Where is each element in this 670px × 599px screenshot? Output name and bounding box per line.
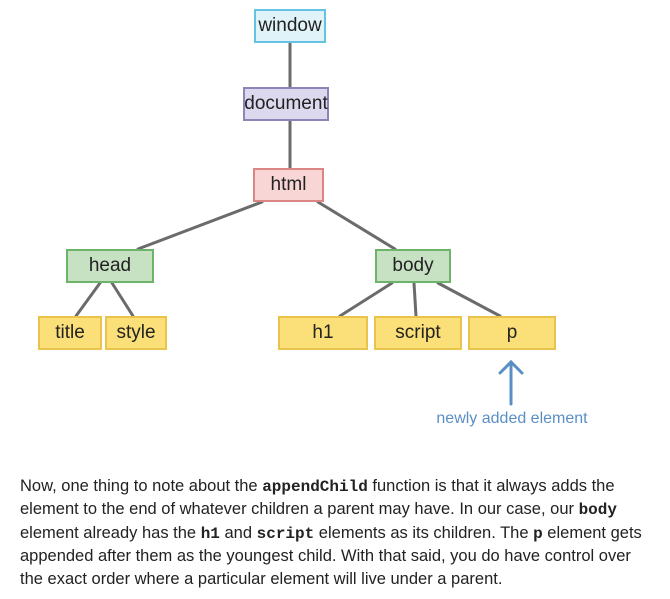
- edge-head-style: [110, 281, 135, 318]
- para-text-5: elements as its children. The: [314, 523, 534, 542]
- code-appendchild: appendChild: [262, 477, 368, 496]
- dom-tree-diagram: window document html head body title sty…: [38, 9, 588, 427]
- node-html: html: [253, 168, 324, 202]
- edge-body-p: [436, 281, 502, 318]
- node-h1: h1: [278, 316, 368, 350]
- edge-html-head: [136, 200, 264, 251]
- newly-added-annotation: newly added element: [436, 410, 588, 427]
- para-text-4: and: [219, 523, 257, 542]
- explanation-paragraph: Now, one thing to note about the appendC…: [20, 475, 650, 591]
- para-text-6: element gets appended after them as the …: [20, 523, 642, 588]
- node-head: head: [66, 249, 154, 283]
- node-p: p: [468, 316, 556, 350]
- para-text-3: element already has the: [20, 523, 201, 542]
- node-body: body: [375, 249, 451, 283]
- edge-body-h1: [338, 281, 394, 318]
- edge-head-title: [74, 281, 102, 318]
- node-document: document: [243, 87, 329, 121]
- node-window: window: [254, 9, 326, 43]
- edge-body-script: [412, 281, 418, 318]
- code-p: p: [533, 524, 543, 543]
- para-text-2: function is that it always adds the elem…: [20, 476, 615, 519]
- tree-connectors: [74, 41, 524, 406]
- para-text-1: Now, one thing to note about the: [20, 476, 263, 495]
- node-script: script: [374, 316, 462, 350]
- node-style: style: [105, 316, 167, 350]
- arrow-up-icon: [498, 359, 524, 406]
- code-h1: h1: [200, 524, 220, 543]
- edge-html-body: [316, 200, 397, 251]
- code-script: script: [256, 524, 315, 543]
- node-title: title: [38, 316, 102, 350]
- code-body: body: [578, 501, 617, 519]
